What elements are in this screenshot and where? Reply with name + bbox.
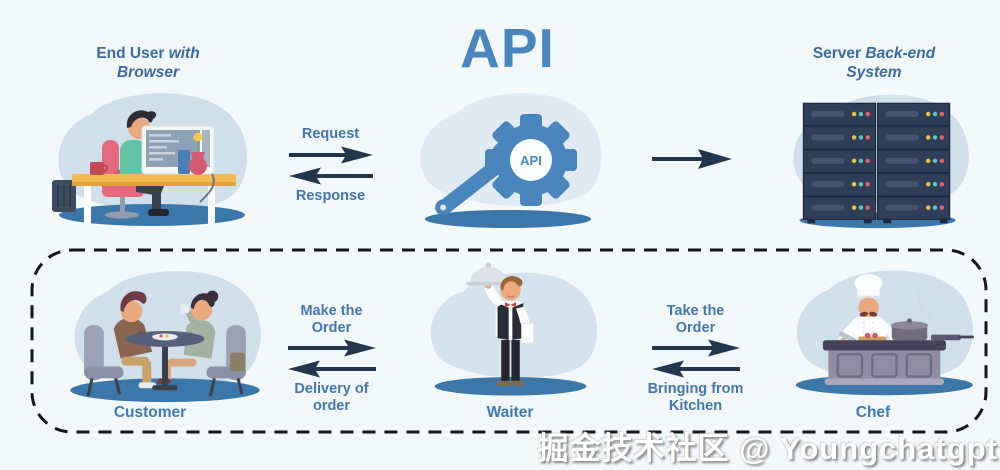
request-label: Request	[301, 126, 360, 142]
customer-illustration	[70, 271, 261, 403]
bringing-label: Bringing from Kitchen	[647, 381, 744, 415]
make-order-arrows: Make the Order Delivery of order	[284, 303, 379, 415]
gear-icon: API	[485, 114, 577, 206]
api-gear-illustration: API	[420, 93, 602, 228]
response-arrow-icon	[288, 167, 373, 185]
delivery-label: Delivery of order	[294, 381, 369, 415]
server-label: Server Back-end System	[798, 44, 950, 83]
take-order-arrow-icon	[651, 339, 740, 357]
page-title: API	[460, 17, 555, 79]
watermark: 掘金技术社区 @ Youngchatgpt	[537, 431, 998, 466]
waiter-label: Waiter	[486, 404, 534, 421]
waiter-illustration	[430, 262, 598, 396]
server-label-main: Server	[812, 45, 862, 62]
gear-api-text: API	[520, 153, 542, 168]
take-order-arrows: Take the Order Bringing from Kitchen	[643, 303, 748, 415]
end-user-label-main: End User	[96, 45, 165, 62]
take-order-label: Take the Order	[666, 303, 725, 336]
chef-illustration	[795, 270, 974, 396]
customer-label: Customer	[113, 404, 187, 421]
server-label-italic: Back-end System	[846, 45, 936, 82]
server-rack-illustration	[793, 94, 969, 229]
response-label: Response	[295, 187, 366, 204]
api-to-server-arrow-icon	[652, 149, 732, 169]
end-user-label-italic: with Browser	[116, 45, 200, 82]
make-order-arrow-icon	[287, 339, 376, 357]
delivery-arrow-icon	[287, 360, 376, 378]
end-user-label: End User with Browser	[80, 44, 216, 83]
chef-label: Chef	[855, 404, 891, 421]
request-response-arrows: Request Response	[283, 126, 378, 204]
bringing-arrow-icon	[651, 360, 740, 378]
request-arrow-icon	[288, 146, 373, 164]
make-order-label: Make the Order	[300, 303, 363, 336]
end-user-illustration	[52, 93, 248, 226]
